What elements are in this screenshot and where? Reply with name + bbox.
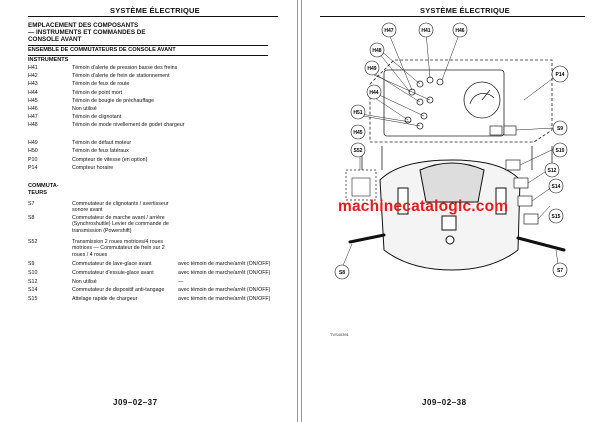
page-gutter <box>297 0 302 422</box>
callout-H41: H41 <box>421 28 430 34</box>
callout-S52: S52 <box>354 148 363 154</box>
left-page: SYSTÈME ÉLECTRIQUE EMPLACEMENT DES COMPO… <box>28 6 278 407</box>
callout-S14: S14 <box>552 184 561 190</box>
figure-id: TVS40391 <box>330 332 349 337</box>
callout-H46: H46 <box>455 28 464 34</box>
switch-code: S7 <box>28 201 35 207</box>
header-rule <box>320 16 585 17</box>
instrument-code: H47 <box>28 114 38 120</box>
switch-description: Commutateur d'essuie-glace avant <box>72 270 154 276</box>
instrument-description: Témoin d'alerte de pression basse des fr… <box>72 65 178 71</box>
subsection-title: ENSEMBLE DE COMMUTATEURS DE CONSOLE AVAN… <box>28 47 176 53</box>
page-number: J09–02–37 <box>113 398 158 407</box>
switch-note: avec témoin de marche/arrêt (ON/OFF) <box>178 287 271 293</box>
instrument-code: H42 <box>28 73 38 79</box>
instrument-code: P14 <box>28 165 38 171</box>
instrument-description: Compteur horaire <box>72 165 114 171</box>
page-number: J09–02–38 <box>422 398 467 407</box>
instrument-code: H49 <box>28 140 38 146</box>
section-rule <box>28 45 268 46</box>
instrument-description: Témoin de feux de route <box>72 81 130 87</box>
instrument-description: Compteur de vitesse (en option) <box>72 157 148 163</box>
console-body <box>379 159 521 271</box>
switch-note: — <box>178 279 184 285</box>
callout-H48: H48 <box>372 48 381 54</box>
switch-description: Commutateur de marche avant / arrière (S… <box>72 215 169 234</box>
title-line: CONSOLE AVANT <box>28 36 82 44</box>
switch-description: Transmission 2 roues motrices/4 roues mo… <box>72 239 165 258</box>
switch-code: S12 <box>28 279 38 285</box>
instruments-heading: INSTRUMENTS <box>28 57 69 63</box>
callout-S15: S15 <box>552 214 561 220</box>
switch-description: Non utilisé <box>72 279 97 285</box>
instrument-description: Témoin de mode nivellement de godet char… <box>72 122 185 128</box>
instrument-description: Témoin de point mort <box>72 90 123 96</box>
callouts: H47 H41 H46 H48 H49 H44 H51 H45 P14 S9 S… <box>334 22 569 280</box>
left-page-header: SYSTÈME ÉLECTRIQUE <box>110 6 200 15</box>
section-rule <box>28 55 268 56</box>
callout-S10: S10 <box>556 148 565 154</box>
instrument-code: H41 <box>28 65 38 71</box>
switch-description: Commutateur de dispositif anti-tangage <box>72 287 165 293</box>
instrument-description: Témoin de clignotant <box>72 114 122 120</box>
switches-heading: COMMUTA- TEURS <box>28 183 59 196</box>
instrument-code: H50 <box>28 148 38 154</box>
switch-note: avec témoin de marche/arrêt (ON/OFF) <box>178 296 271 302</box>
switch-code: S9 <box>28 261 35 267</box>
right-page-header: SYSTÈME ÉLECTRIQUE <box>420 6 510 15</box>
section-title: EMPLACEMENT DES COMPOSANTS — INSTRUMENTS… <box>28 22 228 44</box>
switch-note: avec témoin de marche/arrêt (ON/OFF) <box>178 270 271 276</box>
switch-code: S8 <box>28 215 35 221</box>
callout-S12: S12 <box>548 168 557 174</box>
instrument-code: H48 <box>28 122 38 128</box>
right-page: SYSTÈME ÉLECTRIQUE <box>302 0 600 422</box>
callout-H44: H44 <box>369 90 378 96</box>
callout-S7: S7 <box>557 268 563 274</box>
instrument-description: Témoin d'alerte de frein de stationnemen… <box>72 73 170 79</box>
switch-code: S14 <box>28 287 38 293</box>
title-line: EMPLACEMENT DES COMPOSANTS <box>28 22 139 29</box>
callout-H51: H51 <box>353 110 362 116</box>
watermark-text: machinecatalogic.com <box>338 198 509 215</box>
instrument-panel <box>369 59 553 143</box>
callout-P14: P14 <box>556 72 565 78</box>
instrument-code: H43 <box>28 81 38 87</box>
instrument-description: Témoin de feux latéraux <box>72 148 129 154</box>
switch-note: avec témoin de marche/arrêt (ON/OFF) <box>178 261 271 267</box>
console-diagram: H47 H41 H46 H48 H49 H44 H51 H45 P14 S9 S… <box>334 22 569 280</box>
instrument-code: H46 <box>28 106 38 112</box>
callout-S9: S9 <box>557 126 563 132</box>
header-rule <box>28 16 278 17</box>
title-line: — INSTRUMENTS ET COMMANDES DE <box>28 29 146 37</box>
instrument-code: P10 <box>28 157 38 163</box>
instrument-code: H45 <box>28 98 38 104</box>
instrument-description: Non utilisé <box>72 106 97 112</box>
switch-description: Commutateur de lave-glace avant <box>72 261 152 267</box>
callout-H45: H45 <box>353 130 362 136</box>
callout-S8: S8 <box>339 270 345 276</box>
switch-code: S52 <box>28 239 38 245</box>
switch-code: S10 <box>28 270 38 276</box>
switch-description: Commutateur de clignotants / avertisseur… <box>72 201 169 214</box>
instrument-code: H44 <box>28 90 38 96</box>
instrument-description: Témoin de bougie de préchauffage <box>72 98 155 104</box>
callout-H47: H47 <box>384 28 393 34</box>
switch-code: S15 <box>28 296 38 302</box>
instrument-description: Témoin de défaut moteur <box>72 140 132 146</box>
switch-description: Attelage rapide de chargeur <box>72 296 138 302</box>
callout-H49: H49 <box>367 66 376 72</box>
